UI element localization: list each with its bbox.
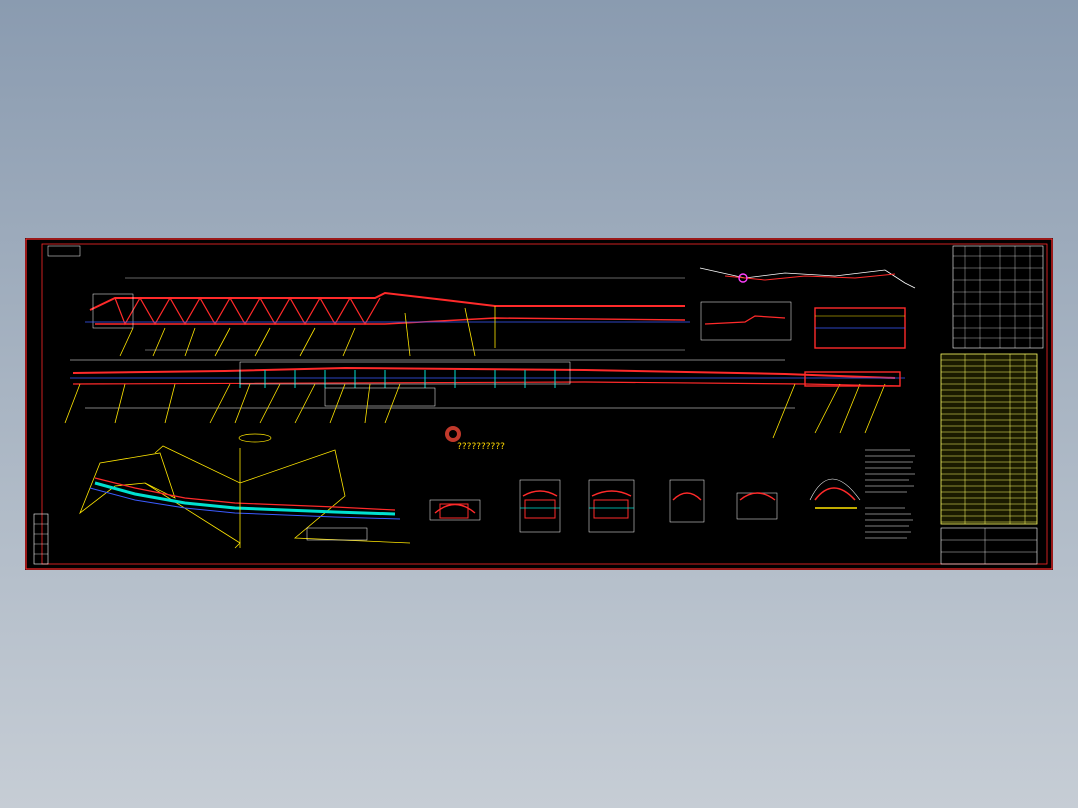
section-view-3 [588,479,635,533]
bom-rows [941,354,1037,524]
tail-section [804,371,901,387]
title-block-tab [47,245,81,257]
drawing-sheet: ?????????? [25,238,1053,570]
section-view-5 [736,492,778,520]
parts-list-table [940,245,1044,565]
section-view-2 [519,479,561,533]
section-view-1 [429,499,481,521]
cad-drawing [25,238,1053,570]
section-view-4 [669,479,705,523]
detail-plan-a [700,301,792,341]
middle-section-marks [239,370,556,388]
outer-frame [25,238,1053,570]
side-stamp [33,513,49,565]
head-frame [92,293,134,329]
middle-conveyor-elevation [64,359,905,439]
technical-notes [865,449,915,539]
middle-belt-line [72,366,896,379]
middle-frames [70,359,795,409]
section-view-6 [809,478,861,509]
upper-truss [114,296,381,326]
title-block [940,527,1038,565]
bom-table [940,353,1038,525]
curved-conveyor-plan [79,433,411,549]
curved-belt-teal [94,481,396,516]
middle-leaders [64,383,886,439]
side-stamp-lines [34,523,48,555]
upper-conveyor-elevation [85,277,690,357]
magenta-marker [738,273,748,283]
inner-frame [41,243,1048,565]
upper-belt-line [89,291,685,311]
plan-view-top-right [699,267,916,349]
company-logo-icon [445,426,461,442]
upper-leaders [119,306,496,357]
logo-caption: ?????????? [457,442,505,452]
